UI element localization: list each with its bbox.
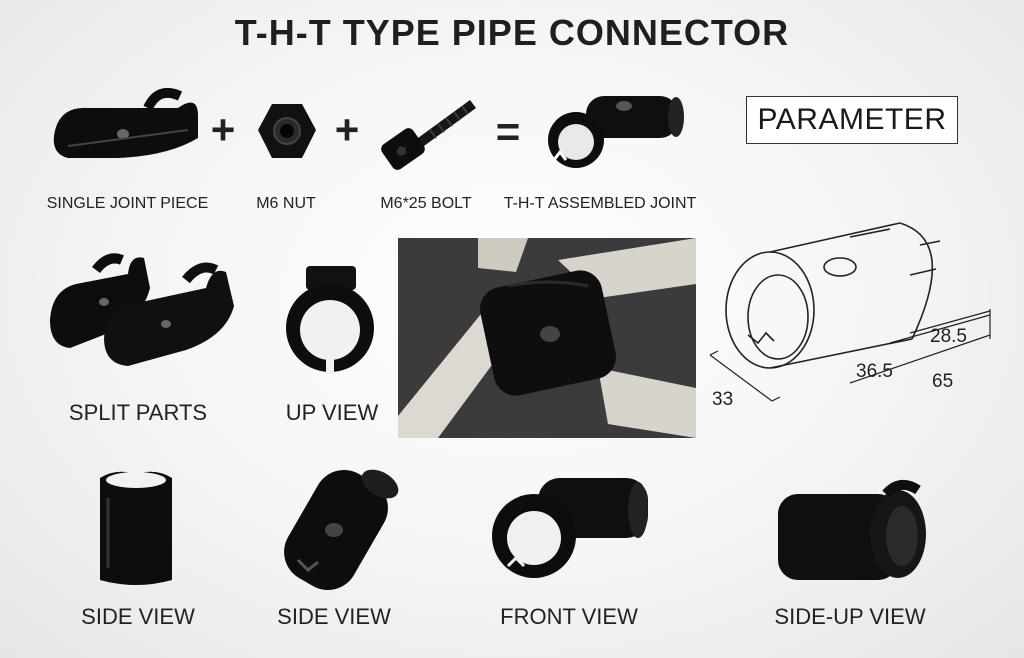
m6-nut-image	[258, 104, 316, 158]
caption-single-joint-piece: SINGLE JOINT PIECE	[46, 195, 209, 212]
caption-m6-bolt: M6*25 BOLT	[380, 195, 472, 212]
caption-side-view-1: SIDE VIEW	[81, 604, 195, 629]
up-view-image	[286, 266, 374, 374]
pipe-installation-photo	[398, 238, 696, 438]
equals-operator: =	[495, 108, 521, 155]
parameter-label: PARAMETER	[746, 96, 958, 144]
caption-side-up-view: SIDE-UP VIEW	[774, 604, 926, 629]
side-up-view-image	[778, 479, 926, 580]
single-joint-piece-image	[53, 88, 199, 158]
dimension-33: 33	[712, 389, 733, 410]
side-view-2-image	[284, 469, 399, 590]
side-view-1-image	[100, 471, 172, 585]
split-parts-image	[50, 253, 234, 366]
caption-split-parts: SPLIT PARTS	[68, 400, 208, 425]
caption-assembled-joint: T-H-T ASSEMBLED JOINT	[503, 195, 697, 212]
dimension-drawing: 28.5 36.5 65 33	[709, 222, 991, 410]
plus-operator-1: +	[210, 106, 236, 153]
dimension-36-5: 36.5	[856, 361, 893, 382]
dimension-28-5: 28.5	[930, 326, 967, 347]
assembled-joint-image	[548, 96, 684, 168]
m6-bolt-image	[381, 100, 476, 170]
page-title: T-H-T TYPE PIPE CONNECTOR	[234, 12, 790, 53]
caption-front-view: FRONT VIEW	[500, 604, 638, 629]
caption-m6-nut: M6 NUT	[256, 195, 316, 212]
caption-side-view-2: SIDE VIEW	[277, 604, 391, 629]
front-view-image	[492, 478, 648, 578]
caption-up-view: UP VIEW	[285, 400, 379, 425]
dimension-65: 65	[932, 371, 953, 392]
plus-operator-2: +	[334, 106, 360, 153]
